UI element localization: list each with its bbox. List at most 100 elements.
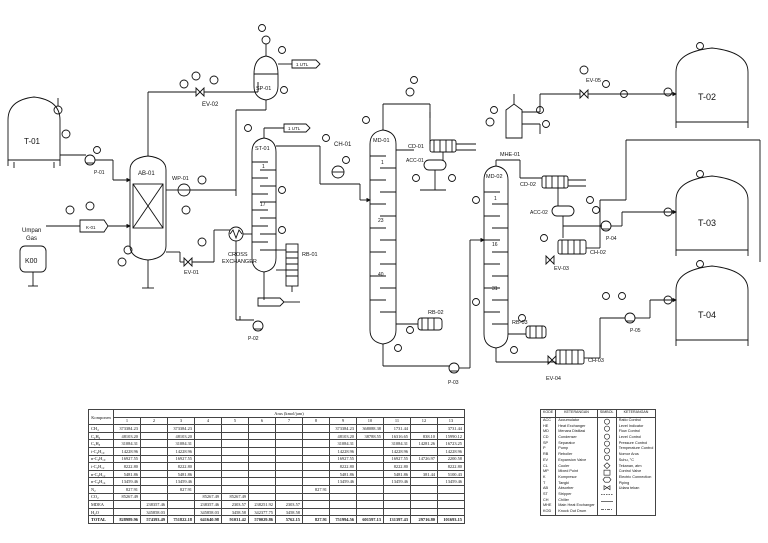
stream-value-cell: [167, 492, 195, 502]
tank-t01[interactable]: T-01: [7, 96, 61, 168]
level-control-icon: [603, 440, 610, 447]
stream-value-cell: 8222.80: [167, 462, 195, 471]
stream-value-cell: 238357.46: [140, 500, 168, 509]
accumulator-acc01[interactable]: ACC-01: [406, 158, 447, 171]
stream-number-header: 10: [356, 416, 384, 426]
stream-value-cell: [356, 500, 384, 509]
stream-value-cell: 31084.31: [113, 439, 141, 448]
indicator-wp01: [181, 175, 207, 215]
cross-exchanger-label-2: EXCHANGER: [222, 259, 257, 265]
pump-p01[interactable]: P-01: [84, 154, 105, 176]
reboiler-rb03[interactable]: RB-03: [512, 320, 547, 339]
stream-value-cell: [329, 484, 357, 494]
stream-value-cell: [410, 424, 438, 433]
main-heat-exchanger-mhe01[interactable]: MHE-01: [500, 94, 523, 158]
reboiler-rb02[interactable]: RB-02: [417, 310, 444, 331]
pump-p04[interactable]: P-04: [600, 220, 617, 242]
reboiler-rb01[interactable]: RB-01: [285, 243, 318, 287]
accumulator-acc02-label: ACC-02: [530, 210, 548, 216]
air-line-icon: [600, 508, 613, 510]
valve-ev02[interactable]: EV-02: [195, 86, 219, 108]
chiller-ch02[interactable]: CH-02: [557, 239, 606, 256]
chiller-ch01[interactable]: CH-01: [331, 142, 352, 179]
valve-ev01[interactable]: EV-01: [183, 256, 199, 276]
indicator-acc02: [540, 196, 600, 242]
legend-code: T: [543, 480, 546, 485]
stream-value-cell: [329, 492, 357, 502]
indicator-md02: [472, 196, 480, 306]
component-label: i-C₄H₁₀: [88, 446, 114, 456]
distillation-column-md02[interactable]: MD-02 1 16 31: [483, 165, 509, 349]
accumulator-acc02[interactable]: ACC-02: [530, 205, 575, 217]
stream-value-cell: [356, 484, 384, 494]
legend-desc: Absorber: [558, 486, 574, 491]
legend-header-code: KODE: [539, 409, 557, 418]
stream-number-header: 6: [248, 416, 276, 426]
stream-value-cell: 91031.42: [221, 515, 249, 524]
stream-value-cell: [140, 439, 168, 448]
stream-value-cell: 13459.46: [329, 477, 357, 486]
stream-value-cell: [140, 431, 168, 441]
stream-value-cell: [437, 492, 465, 502]
legend-code: EV: [543, 457, 549, 462]
knockout-drum-k00[interactable]: K00: [19, 245, 47, 273]
condenser-cd01[interactable]: CD-01: [408, 139, 457, 153]
stream-value-cell: 16927.55: [329, 454, 357, 464]
component-label: n-C₆H₁₄: [88, 477, 114, 486]
stream-value-cell: [302, 477, 330, 486]
stream-number-header: 1: [113, 416, 141, 426]
stream-value-cell: [383, 492, 411, 502]
cooler-k01-label: K-01: [86, 225, 96, 230]
valve-ev04[interactable]: EV-04: [546, 354, 561, 382]
tank-t02-label: T-02: [698, 92, 716, 102]
piping-icon: [600, 501, 613, 503]
stream-value-cell: 838.10: [410, 431, 438, 441]
stream-number-icon: [603, 462, 611, 469]
stream-value-cell: 827.91: [302, 484, 330, 494]
exchanger-wp01[interactable]: WP-01: [172, 176, 191, 197]
separator-sp01[interactable]: SP-01: [253, 55, 279, 101]
tank-t02[interactable]: T-02: [675, 47, 749, 128]
distillation-column-md01[interactable]: MD-01 1 23 40: [369, 129, 397, 345]
stream-value-cell: [221, 424, 249, 433]
absorber-ab01[interactable]: AB-01: [129, 155, 167, 261]
tank-t04[interactable]: T-04: [675, 265, 749, 346]
stream-value-cell: 342377.75: [248, 507, 276, 517]
condenser-cd02-label: CD-02: [520, 182, 536, 188]
stripper-st01-label: ST-01: [255, 146, 270, 152]
stripper-st01[interactable]: ST-01 1 17: [251, 137, 277, 273]
stream-value-cell: 345858.03: [194, 507, 222, 517]
valve-ev03[interactable]: EV-03: [545, 254, 569, 272]
pump-p05[interactable]: P-05: [624, 312, 641, 334]
stream-value-cell: [221, 439, 249, 448]
stream-value-cell: 31084.31: [383, 439, 411, 448]
tank-t03[interactable]: T-03: [675, 175, 749, 256]
stream-value-cell: 381.44: [410, 469, 438, 479]
pump-p03[interactable]: P-03: [448, 362, 460, 386]
stream-value-cell: [302, 469, 330, 479]
pressure-icon: [602, 477, 612, 483]
legend-code: CL: [543, 463, 548, 468]
outlet-1utl-top: 1 UTL: [291, 59, 321, 69]
valve-ev05[interactable]: EV-05: [579, 78, 601, 100]
reboiler-rb01-label: RB-01: [302, 252, 318, 258]
stream-value-cell: 751994.56: [329, 515, 357, 524]
stream-value-cell: 16927.55: [167, 454, 195, 464]
legend-desc: Heat Exchanger: [558, 423, 586, 428]
chiller-ch03[interactable]: CH-03: [555, 349, 604, 365]
condenser-cd02[interactable]: CD-02: [520, 175, 569, 189]
stream-value-cell: 29716.80: [410, 515, 438, 524]
stream-value-cell: 15990.12: [437, 431, 465, 441]
stream-value-cell: [275, 454, 303, 464]
component-label: H₂O: [88, 507, 114, 517]
cooler-k01[interactable]: K-01: [79, 219, 109, 233]
pump-p02[interactable]: P-02: [248, 320, 264, 342]
stream-value-cell: 38788.55: [356, 431, 384, 441]
